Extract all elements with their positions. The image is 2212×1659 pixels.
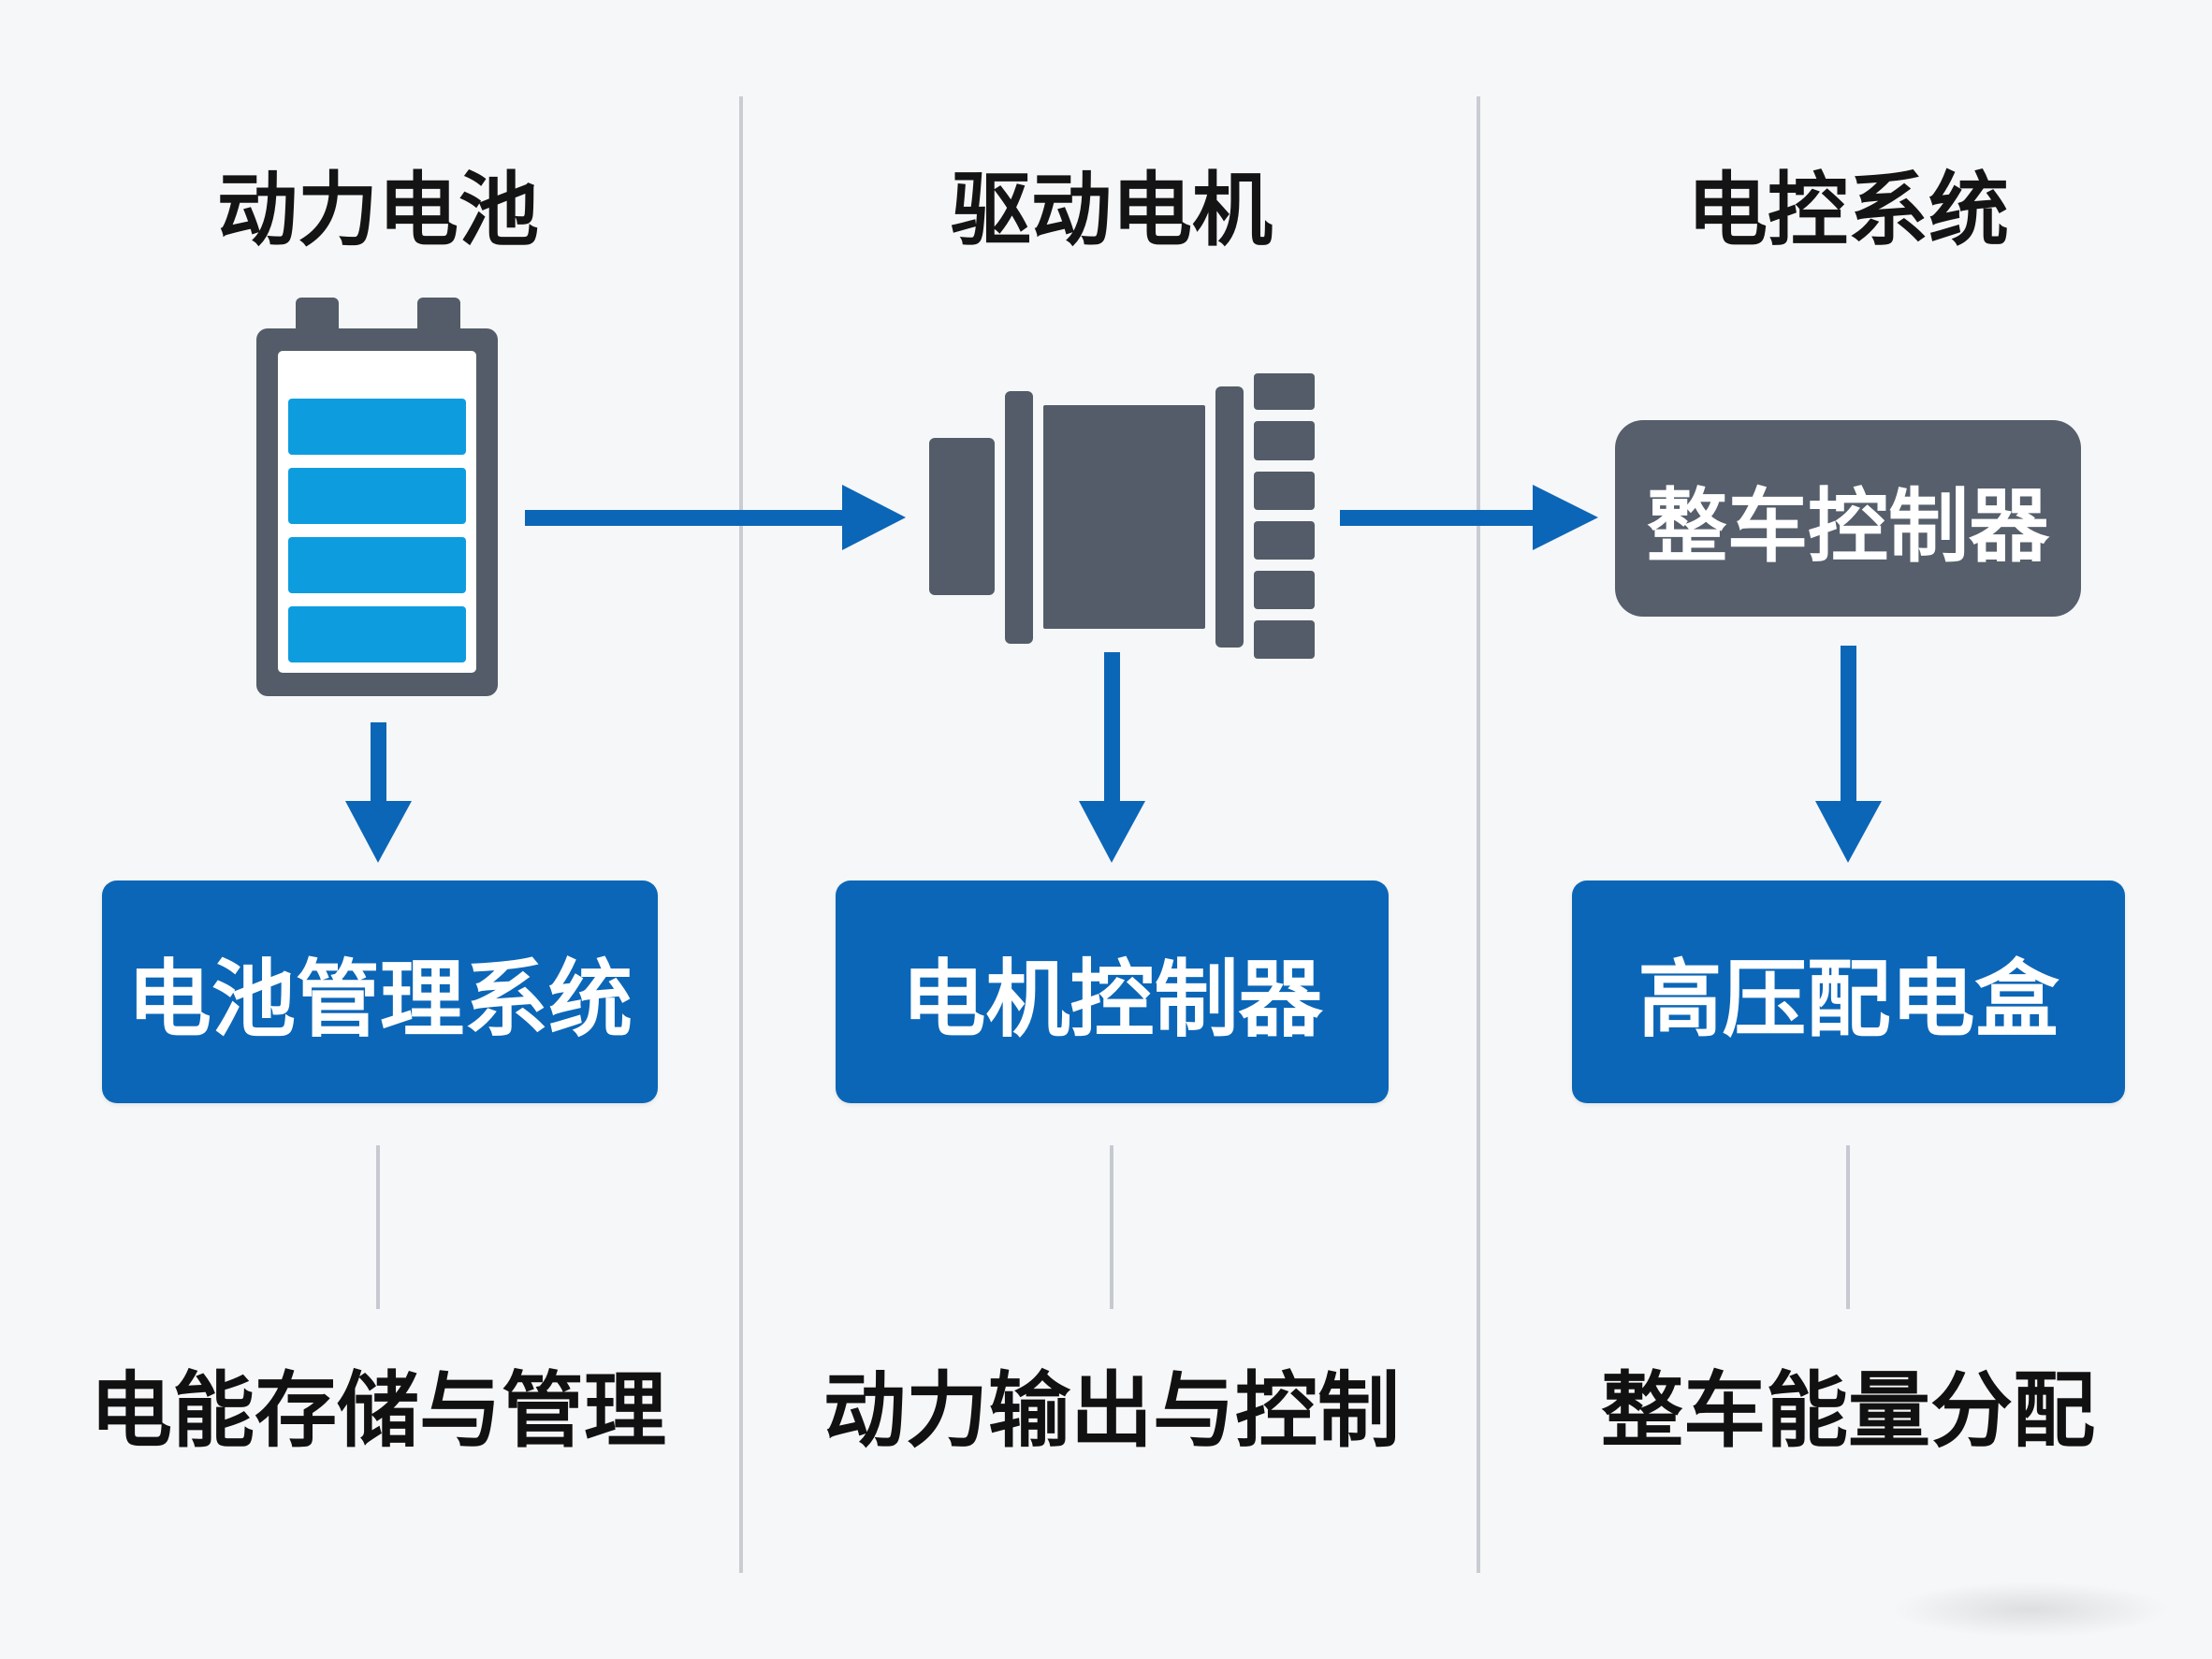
vehicle-controller-box: 整车控制器 <box>1615 420 2081 617</box>
connector-line <box>1846 1145 1850 1309</box>
arrow-motor-to-vcu <box>1340 485 1598 550</box>
corner-shadow <box>1890 1581 2171 1637</box>
function-description-control: 整车能量分配 <box>1600 1362 2095 1459</box>
connector-line <box>376 1145 380 1309</box>
battery-icon <box>256 298 498 696</box>
motor-icon <box>929 373 1315 659</box>
connector-line <box>1110 1145 1113 1309</box>
function-description-motor: 动力输出与控制 <box>822 1362 1400 1459</box>
high-voltage-distribution-box: 高压配电盒 <box>1572 880 2125 1103</box>
motor-controller-box: 电机控制器 <box>836 880 1389 1103</box>
column-divider <box>739 96 743 1573</box>
arrow-battery-to-bms <box>345 722 412 863</box>
arrow-motor-to-mcu <box>1079 652 1145 863</box>
column-title-drive-motor: 驱动电机 <box>951 164 1273 257</box>
arrow-battery-to-motor <box>525 485 906 550</box>
battery-management-system-box: 电池管理系统 <box>102 880 658 1103</box>
column-title-power-battery: 动力电池 <box>217 164 539 257</box>
column-divider <box>1477 96 1480 1573</box>
function-description-battery: 电能存储与管理 <box>89 1362 666 1459</box>
arrow-vcu-to-pdu <box>1815 646 1882 863</box>
column-title-electronic-control: 电控系统 <box>1687 164 2009 257</box>
